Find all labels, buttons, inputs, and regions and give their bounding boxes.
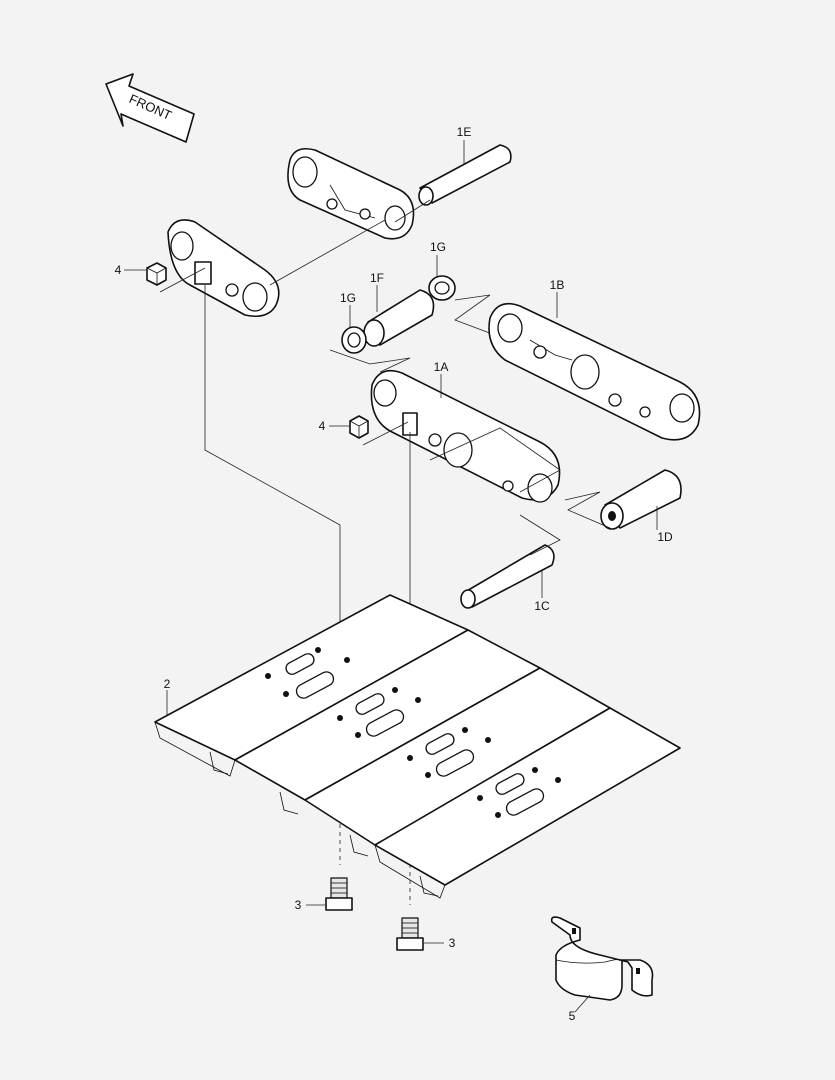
pin-1C: 1C bbox=[460, 514, 561, 613]
bolt-3-right: 3 bbox=[396, 917, 456, 951]
nut-4-top: 4 bbox=[115, 262, 206, 293]
callout-1B: 1B bbox=[550, 278, 565, 292]
callout-1C: 1C bbox=[534, 599, 550, 613]
callout-5: 5 bbox=[569, 1009, 576, 1023]
nut-4-mid: 4 bbox=[319, 415, 409, 446]
seal-1G-left: 1G bbox=[340, 291, 367, 354]
seal-1G-top: 1G bbox=[428, 240, 456, 301]
track-shoe-assembly-2: 2 bbox=[154, 594, 681, 899]
callout-4-top: 4 bbox=[115, 263, 122, 277]
guard-5: 5 bbox=[550, 916, 654, 1023]
bushing-1F: 1F bbox=[363, 271, 435, 347]
link-plate-left-upper bbox=[167, 219, 386, 318]
callout-1A: 1A bbox=[434, 360, 449, 374]
assembly-guide-lines bbox=[329, 294, 496, 373]
pin-1E: 1E bbox=[394, 125, 512, 223]
callout-1E: 1E bbox=[457, 125, 472, 139]
front-arrow: FRONT bbox=[105, 73, 195, 143]
link-plate-top bbox=[287, 147, 415, 240]
bolt-3-left: 3 bbox=[295, 877, 353, 912]
callout-2: 2 bbox=[164, 677, 171, 691]
link-1B: 1B bbox=[488, 278, 701, 441]
callout-1F: 1F bbox=[370, 271, 384, 285]
callout-3-right: 3 bbox=[449, 936, 456, 950]
callout-4-mid: 4 bbox=[319, 419, 326, 433]
link-1A: 1A bbox=[370, 360, 561, 503]
callout-1G-left: 1G bbox=[340, 291, 356, 305]
callout-3-left: 3 bbox=[295, 898, 302, 912]
bushing-1D: 1D bbox=[564, 469, 682, 544]
callout-1G-top: 1G bbox=[430, 240, 446, 254]
callout-1D: 1D bbox=[657, 530, 673, 544]
